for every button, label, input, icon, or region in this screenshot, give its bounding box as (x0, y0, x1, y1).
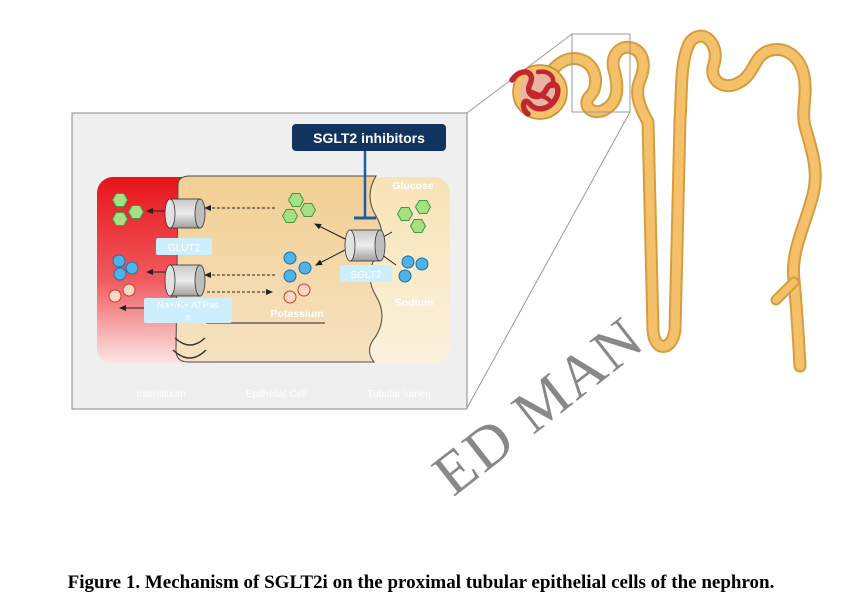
sodium-molecule (283, 251, 297, 265)
sodium-label: Sodium (395, 297, 434, 309)
sodium-molecule (112, 254, 126, 268)
glomerulus-capillaries (509, 69, 561, 117)
sglt2-transporter (344, 229, 386, 262)
sodium-molecule (398, 269, 412, 283)
glucose-molecule (111, 212, 129, 226)
zoom-box (571, 33, 631, 113)
sodium-molecule (401, 255, 415, 269)
glomerulus-capillaries (529, 69, 556, 107)
glucose-molecule (287, 193, 305, 207)
sodium-molecule (298, 261, 312, 275)
nak-label-line1: Na+/K+ ATPas (157, 300, 219, 311)
nak-label-line2: e (185, 312, 190, 323)
na-k-atpase-transporter (164, 264, 206, 297)
sodium-molecule (125, 261, 139, 275)
glucose-molecule (281, 209, 299, 223)
sglt2-label-box (340, 265, 392, 282)
molecules (108, 193, 432, 304)
glut2-label-box (156, 238, 212, 255)
sodium-molecule (415, 257, 429, 271)
basal-membrane-fold (172, 349, 207, 359)
potassium-molecule (108, 289, 122, 303)
glucose-molecule (299, 203, 317, 217)
potassium-molecule (122, 283, 136, 297)
glucose-molecule (127, 205, 145, 219)
glucose-molecule (111, 193, 129, 207)
sglt2-inhibitors-label: SGLT2 inhibitors (313, 130, 425, 146)
sodium-molecule (283, 269, 297, 283)
glucose-molecule (409, 219, 427, 233)
glut2-label: GLUT2 (168, 243, 201, 254)
nak-label-box (144, 298, 232, 323)
collecting-duct-branch-fill (772, 278, 798, 304)
glucose-molecule (414, 200, 432, 214)
potassium-label: Potassium (270, 308, 323, 320)
basal-membrane-fold (174, 337, 206, 346)
tubular-lumen-label: Tubular lumen (367, 389, 431, 400)
glucose-molecule (396, 207, 414, 221)
potassium-molecule (297, 283, 311, 297)
figure-caption: Figure 1. Mechanism of SGLT2i on the pro… (67, 572, 775, 593)
glut2-transporter (164, 198, 206, 229)
interstitium-label: Interstitium (137, 389, 186, 400)
sglt2-label: SGLT2 (351, 270, 382, 281)
nephron (509, 29, 822, 373)
glucose-label: Glucose (392, 180, 434, 192)
epithelial-cell-label: Epithelial Cell (246, 389, 307, 400)
sodium-molecule (113, 267, 127, 281)
nephron-tubule-fill (543, 31, 820, 371)
potassium-molecule (283, 290, 297, 304)
sglt2-inhibitors-box (292, 124, 446, 151)
